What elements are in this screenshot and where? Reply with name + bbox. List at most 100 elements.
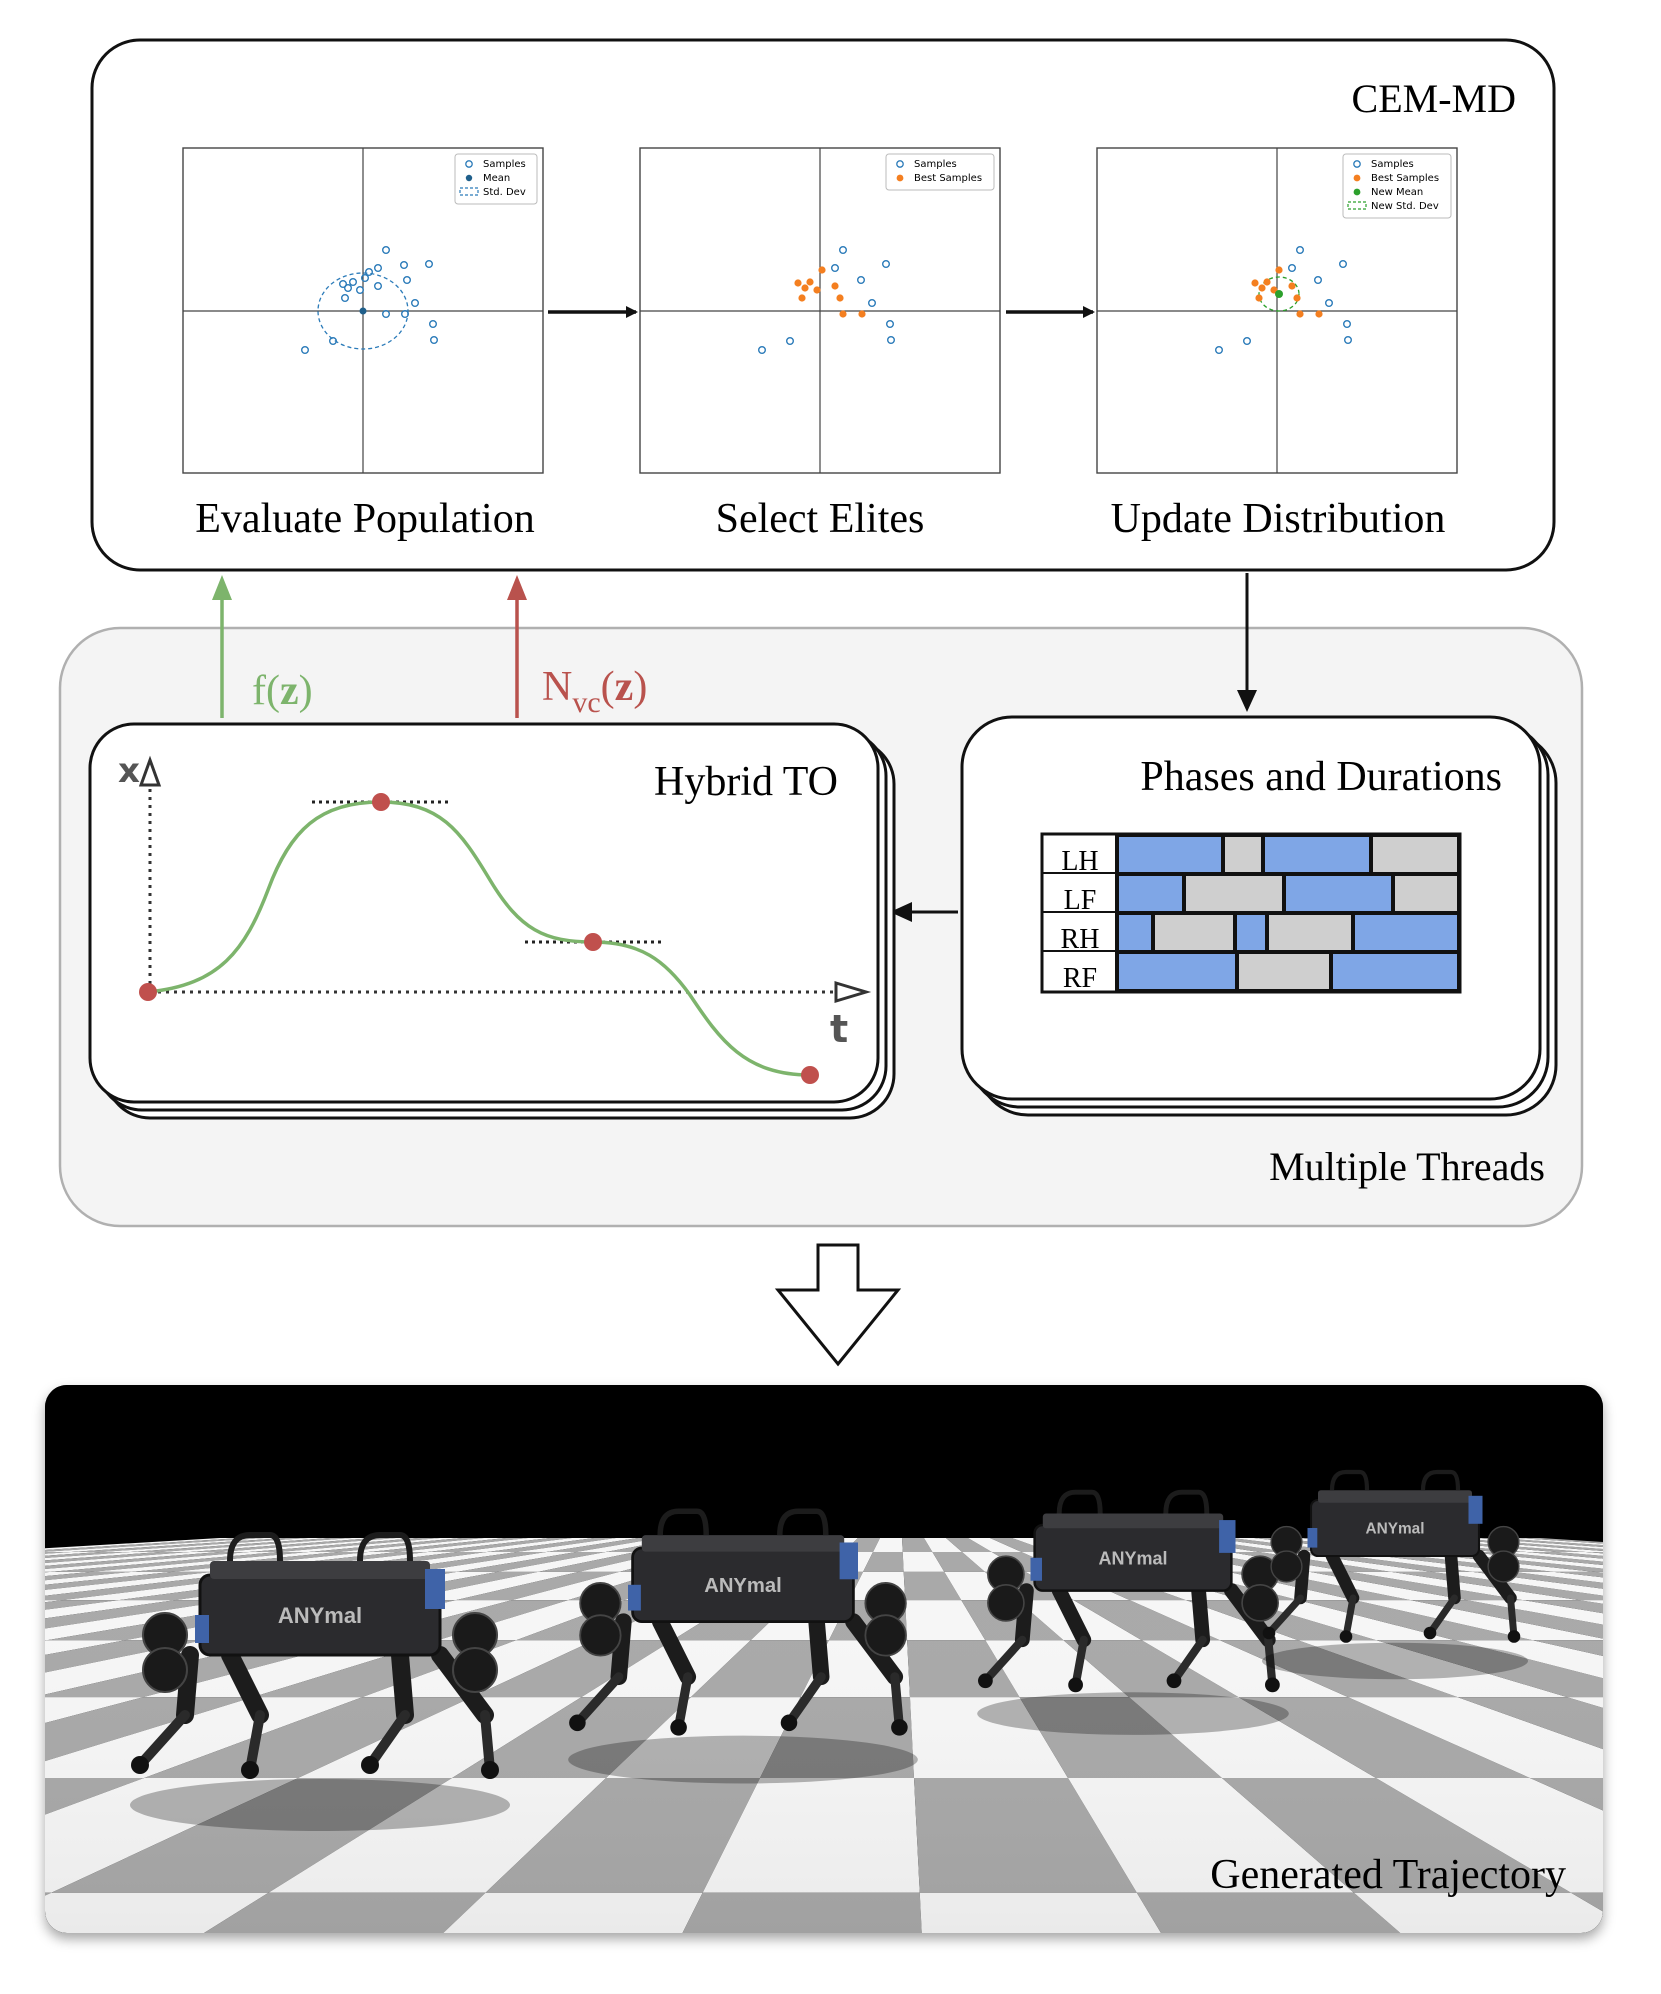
stance-segment — [1263, 835, 1371, 874]
robot-handle — [1056, 1489, 1103, 1514]
robot-leg — [808, 1613, 830, 1686]
robot-logo: ANYmal — [1365, 1521, 1424, 1538]
step-label-select: Select Elites — [716, 496, 925, 542]
robot-foot — [241, 1761, 259, 1779]
elite-points — [794, 266, 866, 318]
select-elites-plot: Samples Best Samples — [639, 147, 1001, 474]
robot-blue-accent — [1307, 1528, 1318, 1548]
legend-entry: Mean — [483, 173, 510, 184]
robot-shank — [365, 1710, 410, 1770]
floor-tile — [968, 1538, 1022, 1552]
plot-legend: Samples Mean Std. Dev — [454, 153, 538, 205]
robot-shank — [1426, 1594, 1458, 1637]
arrowhead-cem-to-phases — [1237, 690, 1257, 712]
swing-segment — [1223, 835, 1263, 874]
leg-label-lh: LH — [1061, 846, 1098, 877]
floor-tile — [516, 1538, 638, 1552]
robot: ANYmal — [1262, 1469, 1528, 1680]
floor-tile — [45, 1552, 161, 1572]
std-dev-ellipse — [317, 272, 409, 350]
legend-entry: Samples — [483, 159, 526, 170]
robot-shank — [1506, 1594, 1518, 1640]
floor-tile — [1474, 1538, 1603, 1552]
floor-tile — [1518, 1538, 1603, 1552]
update-distribution-plot: Samples Best Samples New Mean New Std. D… — [1096, 147, 1458, 474]
hip-actuator — [142, 1647, 188, 1693]
robot-foot — [1507, 1630, 1521, 1643]
sample-points — [757, 245, 895, 354]
phases-card: Phases and Durations LH LF RH RF — [960, 715, 1558, 1117]
f-arrowhead — [212, 575, 232, 600]
n-arrowhead — [507, 575, 527, 600]
floor-tile — [0, 1600, 7, 1640]
x-axis-label: x — [118, 751, 140, 791]
robot-shank — [1169, 1635, 1207, 1685]
robot-blue-accent — [628, 1584, 641, 1611]
robot-foot — [1068, 1677, 1083, 1693]
waypoint-peak — [372, 793, 390, 811]
stance-segment — [1353, 913, 1459, 952]
step-label-update: Update Distribution — [1111, 496, 1446, 542]
robot-handle — [357, 1532, 413, 1562]
waypoint-end — [801, 1066, 819, 1084]
floor-tile — [1645, 1552, 1661, 1572]
mean-point — [359, 307, 367, 315]
swing-segment — [1371, 835, 1459, 874]
hip-actuator — [987, 1584, 1025, 1622]
robot-handle — [1420, 1469, 1461, 1491]
robot-shank — [1265, 1594, 1304, 1637]
legend-entry: New Std. Dev — [1371, 201, 1439, 212]
robot-foot — [131, 1756, 149, 1774]
robot: ANYmal — [568, 1508, 918, 1784]
robot-foot — [780, 1714, 798, 1732]
waypoint-start — [139, 983, 157, 1001]
robot-leg — [221, 1646, 269, 1724]
robot: ANYmal — [130, 1532, 510, 1831]
floor-tile — [486, 1538, 616, 1552]
robot-foot — [1265, 1677, 1280, 1693]
floor-tile — [546, 1538, 660, 1552]
floor-tile — [45, 1552, 131, 1572]
robot-shank — [981, 1635, 1027, 1685]
floor-tile — [0, 1552, 41, 1572]
robot-foot — [1423, 1626, 1437, 1640]
floor-tile — [1616, 1552, 1661, 1572]
robot-leg — [391, 1646, 414, 1724]
robot-logo: ANYmal — [278, 1603, 362, 1628]
floor-tile — [45, 1552, 190, 1572]
floor-tile — [1496, 1552, 1603, 1572]
robot-shank — [572, 1672, 624, 1728]
floor-tile — [946, 1538, 992, 1552]
robot-leg — [176, 1646, 199, 1724]
floor-tile — [45, 1538, 286, 1552]
floor-tile — [873, 1538, 903, 1552]
stance-segment — [1331, 952, 1459, 991]
x-axis-arrowhead — [138, 755, 162, 787]
legend-entry: Best Samples — [1371, 173, 1439, 184]
floor-tile — [0, 1572, 10, 1600]
robot-blue-accent — [1219, 1520, 1236, 1553]
robot-shank — [1071, 1635, 1088, 1689]
gait-table: LH LF RH RF — [1040, 832, 1462, 994]
phases-title: Phases and Durations — [1140, 754, 1502, 800]
legend-entry: Samples — [914, 159, 957, 170]
trajectory-curve — [147, 800, 811, 1077]
robot-logo: ANYmal — [704, 1575, 782, 1597]
hybrid-to-card: Hybrid TO x t — [88, 722, 896, 1120]
robot-handle — [1163, 1489, 1210, 1514]
cem-md-panel: CEM-MD Samples Mea — [90, 38, 1556, 572]
robot-blue-accent — [425, 1569, 445, 1609]
stance-segment — [1117, 874, 1184, 913]
floor-tile — [0, 1697, 34, 1778]
robot-top-plate — [641, 1535, 845, 1552]
legend-entry: New Mean — [1371, 187, 1423, 198]
robot-foot — [361, 1756, 379, 1774]
plot-legend: Samples Best Samples — [885, 153, 995, 191]
robot-shank — [784, 1672, 826, 1728]
robot-foot — [1339, 1630, 1353, 1643]
floor-tile — [397, 1538, 550, 1552]
hip-actuator — [1241, 1584, 1279, 1622]
robot-foot — [1166, 1673, 1182, 1689]
robot-blue-accent — [1030, 1557, 1042, 1581]
floor-tile — [1594, 1571, 1603, 1601]
